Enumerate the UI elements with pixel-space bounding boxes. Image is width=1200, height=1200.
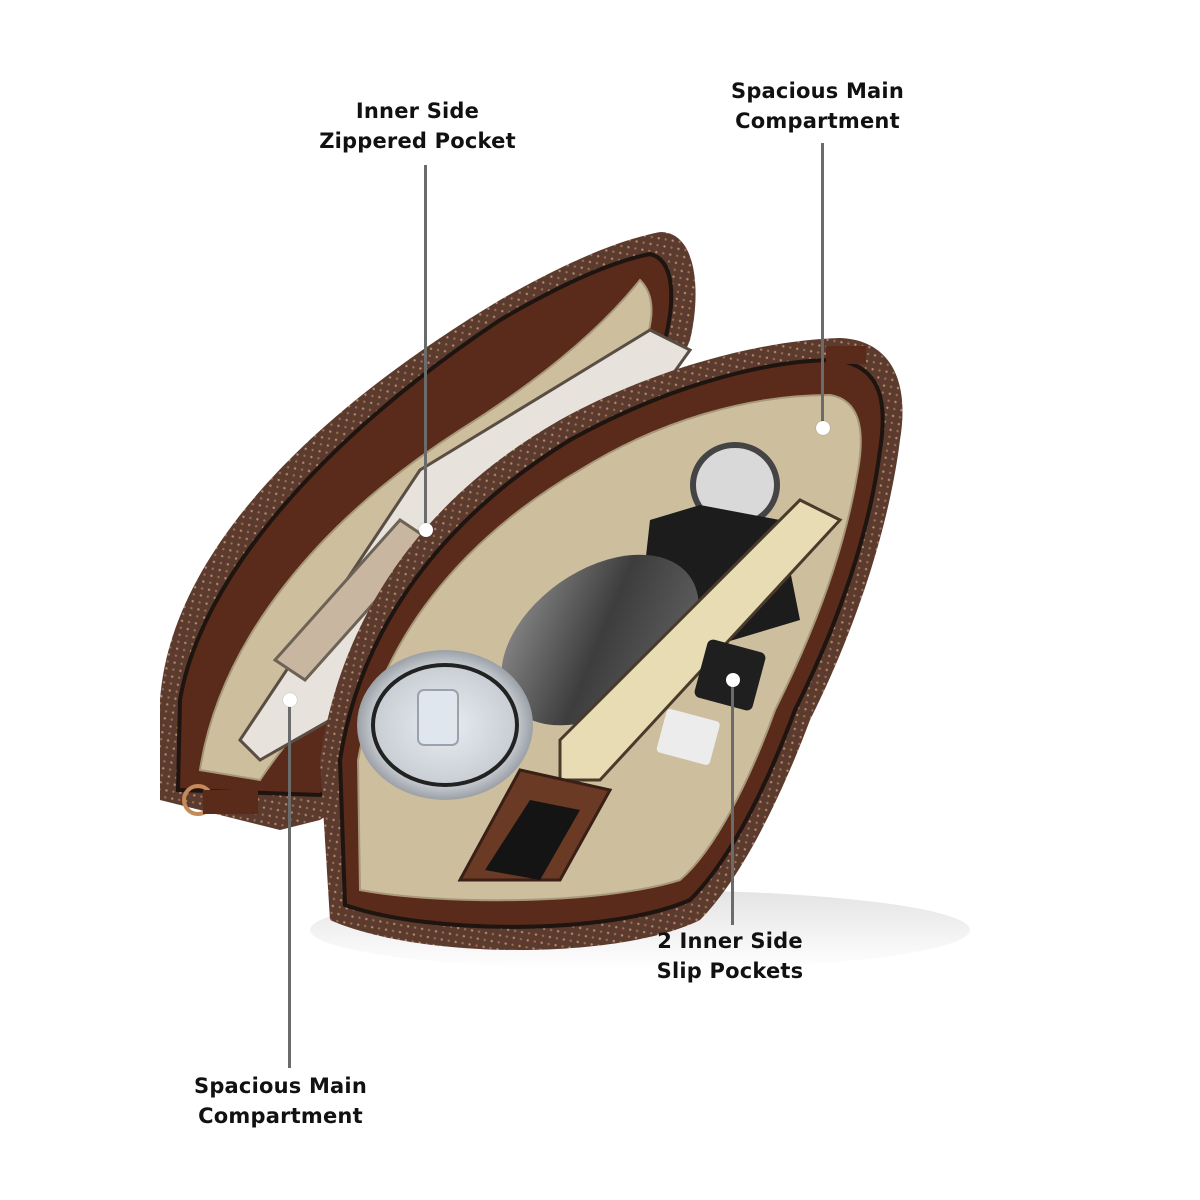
callout-dot bbox=[816, 421, 830, 435]
strap-tab-left bbox=[203, 790, 258, 814]
leader-line bbox=[288, 700, 291, 1068]
leader-line bbox=[821, 143, 824, 428]
callout-label-line1: Spacious Main bbox=[731, 79, 904, 103]
callout-label: Spacious Main Compartment bbox=[715, 76, 920, 136]
callout-dot bbox=[419, 523, 433, 537]
strap-tab-right bbox=[826, 346, 866, 364]
callout-dot bbox=[726, 673, 740, 687]
callout-label-line1: Inner Side bbox=[355, 99, 480, 123]
callout-label-line1: 2 Inner Side bbox=[657, 929, 803, 953]
callout-label: Spacious Main Compartment bbox=[178, 1071, 383, 1131]
cup-lid-tab bbox=[417, 689, 459, 746]
white-item bbox=[656, 708, 720, 765]
leader-line bbox=[424, 165, 427, 530]
callout-label-line2: Zippered Pocket bbox=[319, 129, 516, 153]
callout-label-line2: Slip Pockets bbox=[656, 959, 804, 983]
callout-dot bbox=[283, 693, 297, 707]
sunglasses bbox=[485, 800, 580, 880]
callout-label-line1: Spacious Main bbox=[194, 1074, 367, 1098]
callout-label: Inner Side Zippered Pocket bbox=[310, 96, 525, 156]
cup-rim bbox=[371, 663, 519, 787]
callout-label-line2: Compartment bbox=[198, 1104, 363, 1128]
callout-label: 2 Inner Side Slip Pockets bbox=[640, 926, 820, 986]
callout-label-line2: Compartment bbox=[735, 109, 900, 133]
leader-line bbox=[731, 680, 734, 925]
